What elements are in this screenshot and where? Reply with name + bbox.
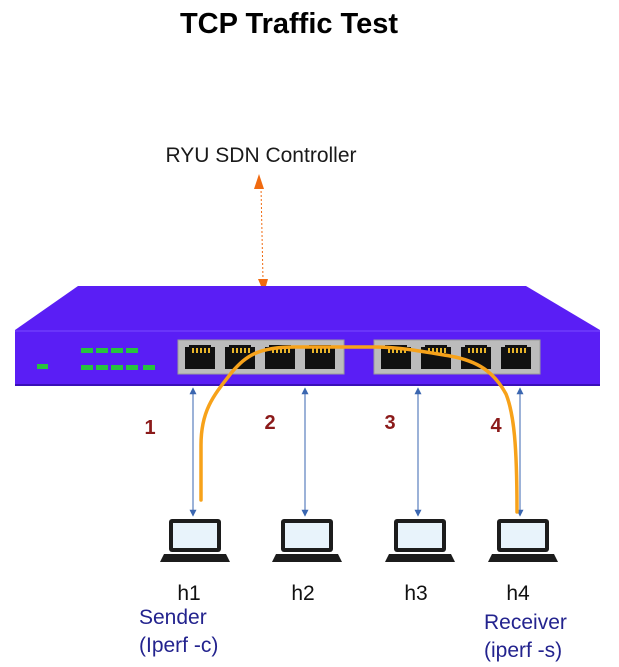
- ethernet-port-icon: [305, 345, 335, 369]
- controller-link-arrow: [254, 174, 268, 293]
- link-number-1: 1: [144, 417, 155, 439]
- tcp-traffic-path: [199, 345, 519, 514]
- diagram-title: TCP Traffic Test: [180, 8, 398, 40]
- sdn-switch: [15, 286, 600, 386]
- link-number-3: 3: [384, 412, 395, 434]
- ethernet-port-icon: [225, 345, 255, 369]
- host-command-sender: (Iperf -c): [139, 634, 218, 657]
- link-number-4: 4: [490, 415, 502, 437]
- status-leds: [81, 348, 155, 370]
- host-command-receiver: (iperf -s): [484, 639, 562, 662]
- host-name-h4: h4: [506, 582, 530, 605]
- laptop-icon: [488, 519, 558, 562]
- ethernet-port-icon: [501, 345, 531, 369]
- host-name-h2: h2: [291, 582, 314, 605]
- port-panel-left: [177, 339, 345, 375]
- host-role-receiver: Receiver: [484, 611, 567, 634]
- laptop-icon: [272, 519, 342, 562]
- controller-label: RYU SDN Controller: [166, 144, 357, 167]
- laptop-icon: [160, 519, 230, 562]
- port-panel-right: [373, 339, 541, 375]
- host-name-h3: h3: [404, 582, 427, 605]
- ethernet-port-icon: [185, 345, 215, 369]
- laptop-icon: [385, 519, 455, 562]
- ethernet-port-icon: [265, 345, 295, 369]
- ethernet-port-icon: [461, 345, 491, 369]
- host-role-sender: Sender: [139, 606, 207, 629]
- link-number-2: 2: [264, 412, 275, 434]
- host-links: [189, 387, 524, 517]
- power-led: [37, 364, 48, 369]
- host-name-h1: h1: [177, 582, 200, 605]
